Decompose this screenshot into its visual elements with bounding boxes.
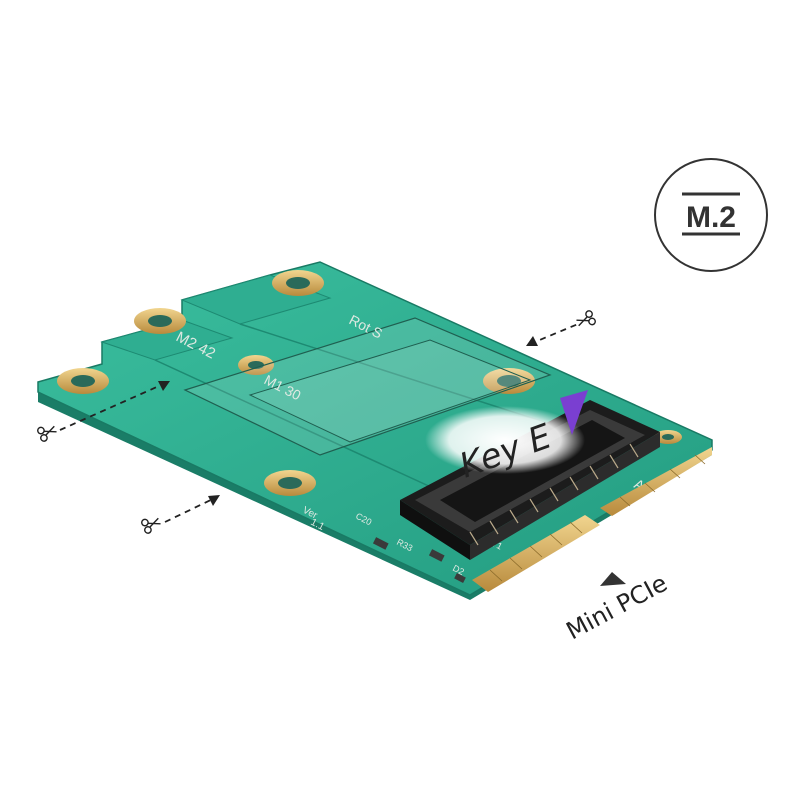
cut-guide-right xyxy=(526,310,596,346)
smd-components xyxy=(372,537,466,583)
scissors-icon xyxy=(141,517,161,534)
scissors-icon xyxy=(576,310,596,327)
m2-badge: M.2 xyxy=(654,158,768,272)
mounting-holes xyxy=(57,270,682,496)
arrow-icon xyxy=(600,572,626,586)
cut-guide-left xyxy=(37,381,170,442)
edge-fingers xyxy=(472,447,712,592)
m2-badge-text: M.2 xyxy=(686,201,736,234)
module-outline xyxy=(183,317,552,456)
mini-pcie-label-group: Mini PCIe xyxy=(562,569,672,645)
key-label-group: Key E xyxy=(425,406,585,486)
silk-d2: D2 xyxy=(451,563,466,577)
key-marker-icon xyxy=(560,390,588,435)
scissors-icon xyxy=(37,425,57,442)
cut-guide-bottom xyxy=(141,495,220,534)
